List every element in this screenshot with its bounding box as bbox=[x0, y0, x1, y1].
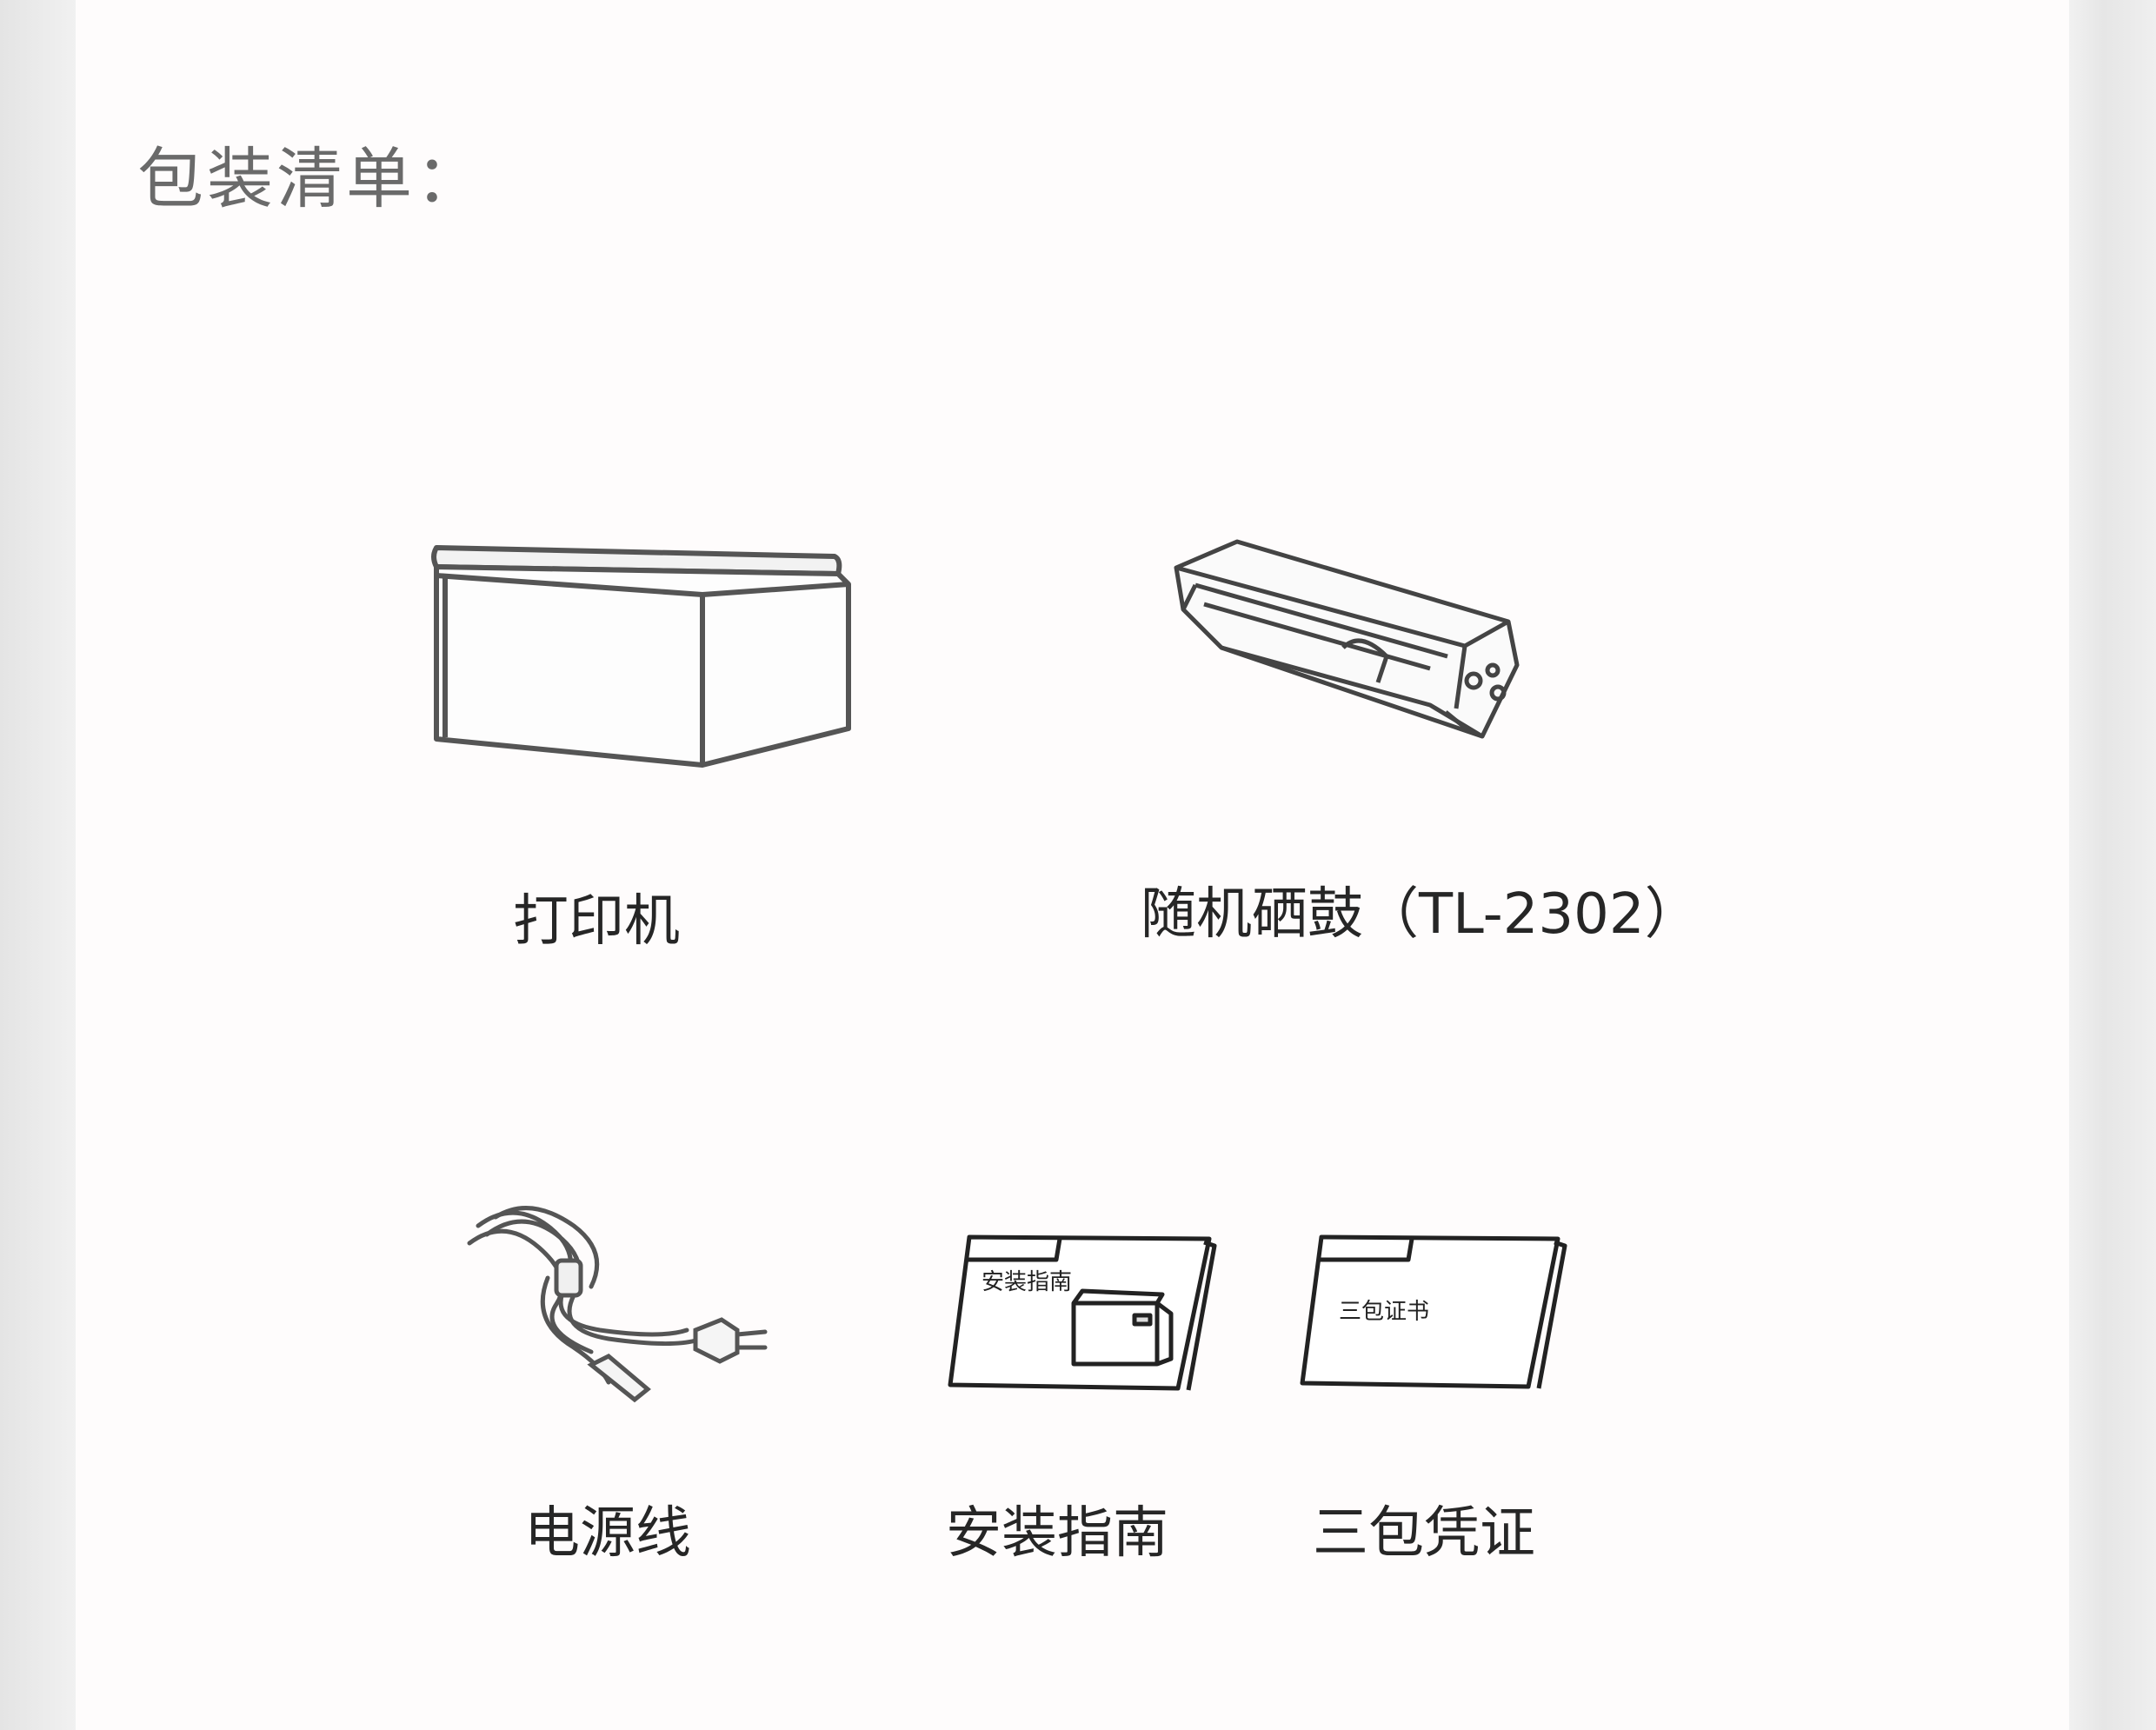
item-label-power-cord: 电源线 bbox=[524, 1501, 691, 1566]
item-label-warranty: 三包凭证 bbox=[1313, 1501, 1535, 1566]
warranty-cover-text: 三包证书 bbox=[1339, 1299, 1429, 1325]
printer-illustration bbox=[426, 530, 852, 774]
warranty-booklet-icon: 三包证书 bbox=[1300, 1234, 1567, 1389]
content-card bbox=[76, 0, 2069, 1730]
page-title: 包装清单： bbox=[137, 140, 485, 217]
item-label-toner: 随机硒鼓（TL-2302） bbox=[1141, 882, 1700, 947]
printer-icon bbox=[431, 545, 851, 768]
power-cord-icon bbox=[467, 1206, 768, 1403]
booklet-icon: 安装指南 bbox=[948, 1234, 1217, 1391]
item-label-printer: 打印机 bbox=[513, 889, 680, 954]
power-cord-illustration bbox=[461, 1200, 774, 1426]
toner-cartridge-illustration bbox=[1169, 535, 1526, 743]
warranty-card-illustration: 三包证书 bbox=[1295, 1230, 1574, 1395]
item-label-guide: 安装指南 bbox=[946, 1501, 1168, 1566]
installation-guide-illustration: 安装指南 bbox=[943, 1230, 1221, 1395]
guide-cover-text: 安装指南 bbox=[982, 1269, 1072, 1295]
toner-cartridge-icon bbox=[1174, 539, 1520, 739]
